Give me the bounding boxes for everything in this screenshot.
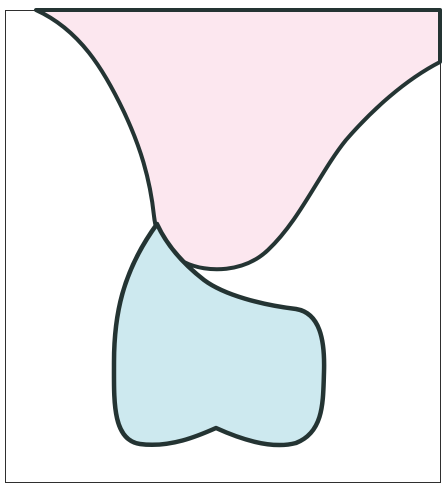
pink-shape [36,10,440,269]
